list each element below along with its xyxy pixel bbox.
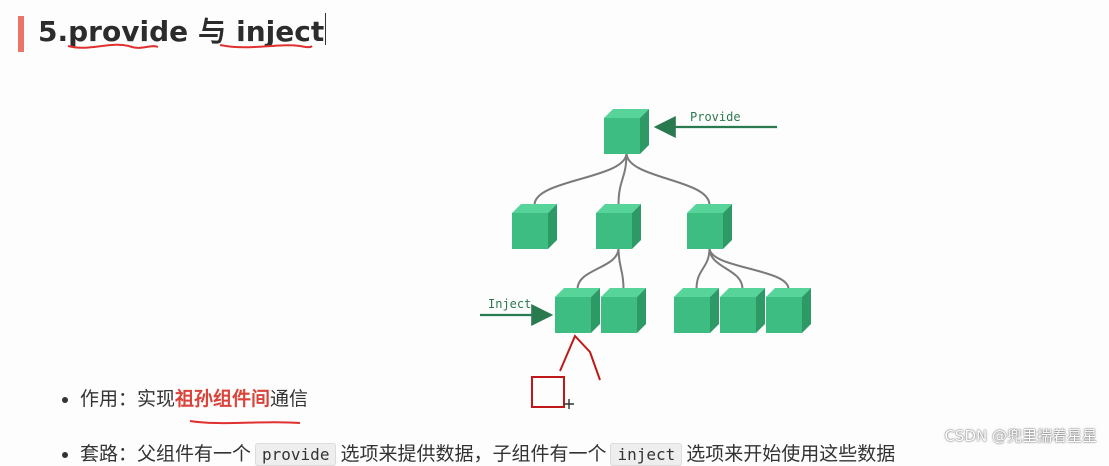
bullet-purpose-highlight: 祖孙组件间 xyxy=(175,388,271,410)
provide-label: Provide xyxy=(690,110,741,124)
component-cube xyxy=(687,204,732,249)
bullet-dot xyxy=(62,396,68,403)
component-cube xyxy=(555,288,600,333)
section-heading: 5.provide 与 inject xyxy=(38,12,327,52)
component-cube xyxy=(601,288,646,333)
component-cube xyxy=(720,288,765,333)
bullet-purpose: 作用：实现祖孙组件间通信 xyxy=(62,384,308,411)
tree-edge xyxy=(533,152,628,206)
provide-inject-diagram: Provide Inject xyxy=(480,109,811,333)
text-cursor xyxy=(325,13,327,45)
bullet-pattern-middle: 选项来提供数据，子组件有一个 xyxy=(340,443,607,465)
bullet-pattern-text: 套路：父组件有一个 xyxy=(80,443,252,465)
heading-accent-bar xyxy=(18,16,24,52)
tree-edges xyxy=(533,152,790,290)
bullet-pattern-suffix: 选项来开始使用这些数据 xyxy=(686,443,896,465)
tree-edge xyxy=(625,152,711,206)
tree-edge xyxy=(617,247,625,290)
inject-label: Inject xyxy=(488,297,531,311)
component-cube xyxy=(596,204,641,249)
component-cube xyxy=(674,288,719,333)
heading-number: 5. xyxy=(38,15,69,48)
component-cube xyxy=(512,204,557,249)
tree-edge xyxy=(708,247,790,290)
tree-cubes xyxy=(512,109,811,333)
heading-separator: 与 xyxy=(198,15,227,48)
heading-provide: provide xyxy=(68,15,189,48)
component-cube xyxy=(604,109,649,154)
heading-inject: inject xyxy=(236,15,325,48)
tree-edge xyxy=(695,247,711,290)
component-cube xyxy=(766,288,811,333)
tree-edge xyxy=(576,247,620,290)
tree-edge xyxy=(708,247,744,290)
bullet-purpose-text: 作用：实现 xyxy=(80,388,176,410)
tree-edge xyxy=(617,152,628,206)
watermark: CSDN @兜里揣着星星 xyxy=(944,427,1097,445)
bullet-purpose-suffix: 通信 xyxy=(270,388,309,410)
